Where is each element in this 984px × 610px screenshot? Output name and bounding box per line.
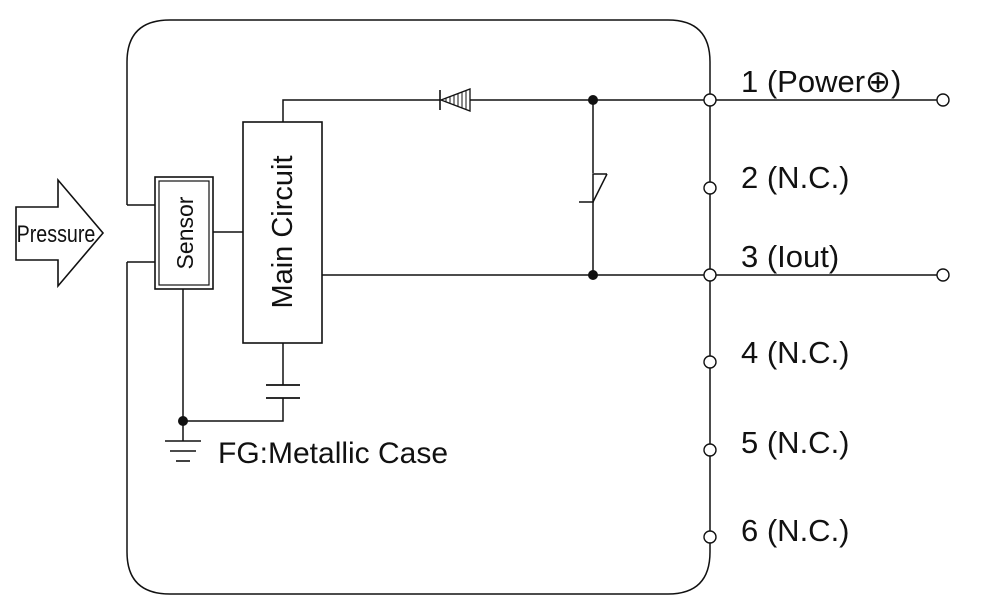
terminal-pin-1: 1 (Power⊕) — [703, 64, 950, 107]
pin-label: 2 (N.C.) — [741, 160, 850, 195]
pin-label: 6 (N.C.) — [741, 513, 850, 548]
pressure-arrow: Pressure — [15, 177, 105, 289]
enclosure-outline — [126, 19, 711, 595]
pressure-label: Pressure — [17, 220, 96, 247]
sensor-block: Sensor — [154, 176, 214, 290]
pin-label: 4 (N.C.) — [741, 335, 850, 370]
terminal-pin-3: 3 (Iout) — [703, 239, 950, 282]
sensor-label: Sensor — [172, 196, 198, 269]
terminal-pin-4: 4 (N.C.) — [703, 335, 850, 370]
svg-text:1 (Power⊕): 1 (Power⊕) — [741, 64, 901, 99]
pin-label-suffix: ⊕) — [865, 64, 901, 99]
terminal-pin-2: 2 (N.C.) — [703, 160, 850, 195]
junction-dot — [178, 416, 188, 426]
terminal-pin-6: 6 (N.C.) — [703, 513, 850, 548]
pin-label: 3 (Iout) — [741, 239, 839, 274]
pin-label: 1 (Power — [741, 64, 865, 99]
external-terminal — [936, 93, 950, 107]
ground-icon — [165, 440, 201, 462]
ground-label: FG:Metallic Case — [218, 437, 448, 470]
terminal-pin-5: 5 (N.C.) — [703, 425, 850, 460]
pin-label: 5 (N.C.) — [741, 425, 850, 460]
main-circuit-label: Main Circuit — [267, 155, 299, 308]
external-terminal — [936, 268, 950, 282]
diode-symbol — [439, 88, 471, 112]
junction-dot — [588, 95, 598, 105]
capacitor-symbol — [266, 384, 300, 399]
zener-diode-symbol — [579, 173, 608, 203]
main-circuit-block: Main Circuit — [242, 121, 323, 344]
